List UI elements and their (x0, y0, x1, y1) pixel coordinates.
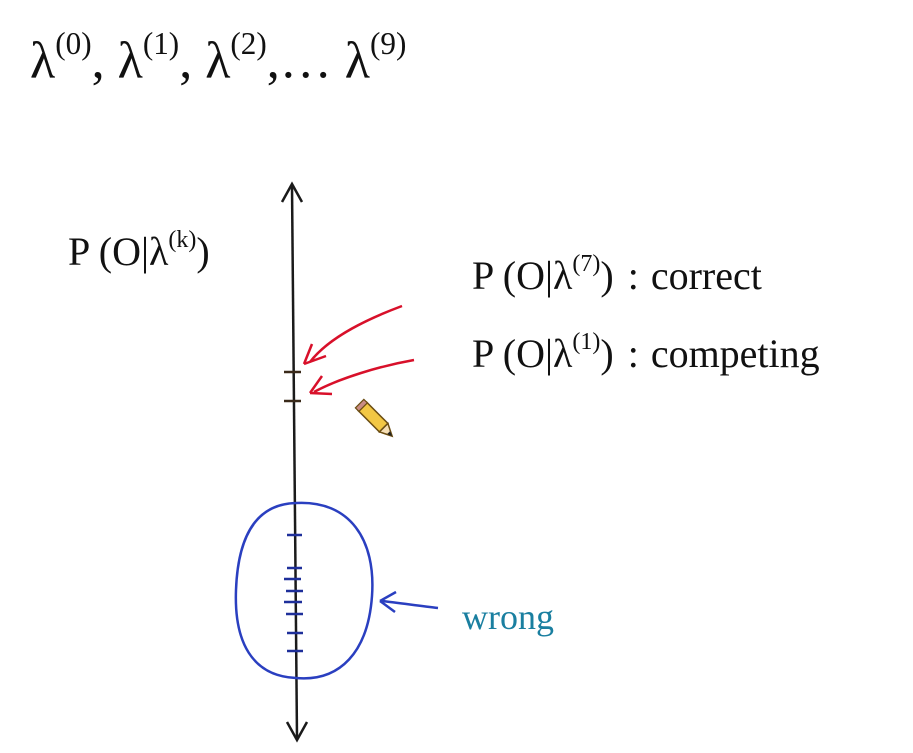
lambda-symbol: λ (205, 32, 231, 90)
axis-top-arrowhead (280, 181, 304, 203)
axis-label-superscript: (k) (168, 227, 197, 253)
superscript-2: (2) (230, 26, 267, 61)
separator: , (179, 32, 206, 90)
arrow-correct-head (302, 343, 327, 366)
axis-label-text: P (O|λ (68, 229, 169, 274)
separator: , (91, 32, 118, 90)
correct-prob-text: P (O|λ (472, 253, 573, 298)
arrow-wrong-head (379, 590, 397, 614)
arrow-correct (309, 304, 403, 363)
wrong-ticks (284, 533, 303, 653)
lambda-symbol: λ (30, 32, 56, 90)
competing-superscript: (1) (572, 329, 601, 355)
superscript-1: (1) (142, 26, 180, 61)
lambda-sequence-title: λ(0), λ(1), λ(2),… λ(9) (30, 28, 406, 87)
separator-ellipsis: ,… (266, 32, 345, 90)
lambda-symbol: λ (117, 32, 143, 90)
correct-superscript: (7) (572, 251, 601, 277)
wrong-cluster-circle (234, 501, 374, 680)
competing-colon: : (627, 331, 639, 376)
competing-paren: ) (600, 331, 614, 376)
vertical-axis (290, 185, 299, 739)
competing-prob-text: P (O|λ (472, 331, 573, 376)
correct-paren: ) (600, 253, 614, 298)
correct-word: correct (650, 253, 762, 298)
wrong-label: wrong (462, 597, 554, 637)
arrow-competing-head (308, 375, 333, 396)
correct-label: P (O|λ(7)):correct (472, 252, 762, 296)
correct-colon: : (627, 253, 639, 298)
competing-word: competing (650, 331, 820, 376)
arrow-wrong (381, 599, 439, 610)
superscript-9: (9) (370, 26, 407, 61)
axis-bottom-arrowhead (285, 721, 309, 743)
axis-label: P (O|λ(k)) (68, 228, 210, 272)
pencil-cursor-icon (354, 398, 394, 438)
lambda-symbol: λ (344, 32, 370, 90)
superscript-0: (0) (55, 26, 92, 61)
competing-label: P (O|λ(1)):competing (472, 330, 820, 374)
arrow-competing (313, 358, 415, 394)
axis-label-paren: ) (196, 229, 210, 274)
